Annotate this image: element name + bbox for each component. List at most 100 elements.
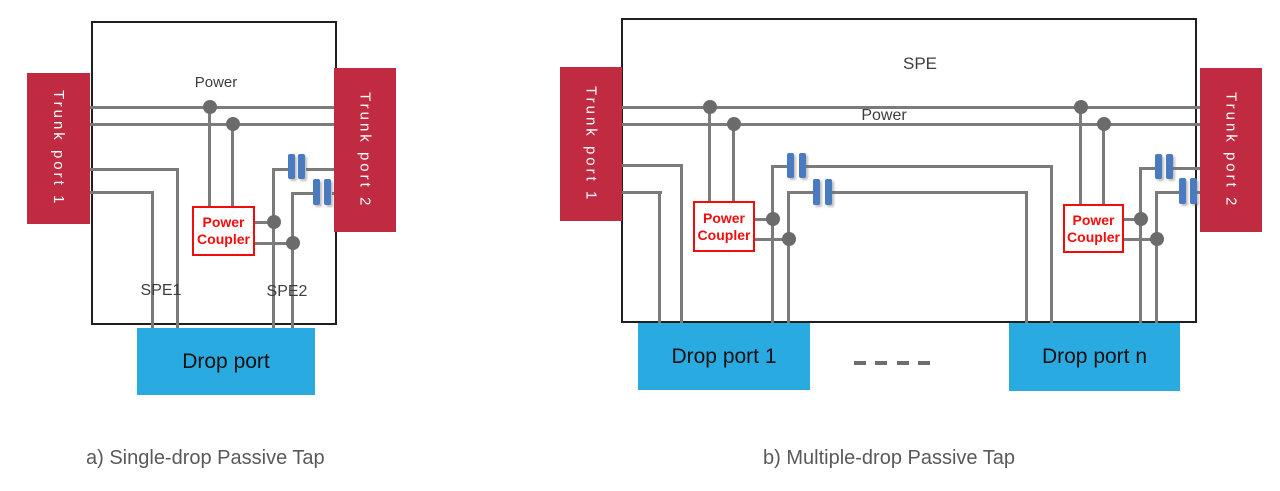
power-coupler-box-b-left: Power Coupler [693,201,755,252]
junction-dot-icon [766,212,780,226]
wire-segment [622,164,682,167]
wire-segment [787,191,790,323]
junction-dot-icon [782,232,796,246]
caption-a: a) Single-drop Passive Tap [86,447,325,469]
capacitor-icon [813,179,832,205]
dash-icon [875,361,888,365]
drop-port-box-a: Drop port [137,328,315,395]
wire-segment [291,192,294,328]
capacitor-icon [787,153,806,178]
capacitor-plate [313,179,320,205]
wire-segment [1139,167,1155,170]
wire-segment [90,168,178,171]
power-coupler-label: Power Coupler [197,214,250,247]
spe1-label: SPE1 [140,282,182,299]
wire-segment [680,164,683,323]
drop-port-label: Drop port [182,349,270,373]
capacitor-plate [813,179,820,205]
tap-enclosure-a [91,21,337,325]
power-bus-line-2 [90,123,337,126]
power-coupler-box-a: Power Coupler [192,206,255,256]
junction-dot-icon [226,117,240,131]
capacitor-plate [298,154,305,179]
capacitor-plate [799,153,806,178]
drop-port-1-box: Drop port 1 [638,323,810,390]
wire-segment [1124,218,1141,221]
wire-segment [1050,165,1053,323]
wire-segment [832,191,1027,194]
wire-segment [1155,191,1158,323]
wire-segment [708,107,711,201]
junction-dot-icon [286,236,300,250]
drop-port-1-label: Drop port 1 [671,344,777,368]
wire-segment [208,107,211,206]
tap-enclosure-b [621,18,1197,323]
drop-ports-ellipsis-icon [854,361,930,365]
capacitor-icon [313,179,331,205]
wire-segment [1173,167,1200,170]
capacitor-plate [324,179,331,205]
junction-dot-icon [703,100,717,114]
wire-segment [151,191,154,328]
capacitor-plate [288,154,295,179]
wire-segment [291,192,313,195]
trunk-port-1-box-a: Trunk port 1 [27,73,90,224]
trunk-port-1-label: Trunk port 1 [582,85,600,203]
dash-icon [917,361,930,365]
power-coupler-box-b-right: Power Coupler [1063,204,1124,253]
capacitor-icon [1155,154,1173,179]
wire-segment [272,168,288,171]
wire-segment [1025,191,1028,323]
wire-segment [1102,124,1105,204]
wire-segment [1155,191,1179,194]
wire-segment [90,191,153,194]
capacitor-plate [1155,154,1162,179]
drop-port-n-box: Drop port n [1009,323,1180,391]
dash-icon [854,361,866,365]
dash-icon [896,361,909,365]
wire-segment [272,168,275,328]
wire-segment [1197,191,1202,194]
junction-dot-icon [1097,117,1111,131]
drop-port-n-label: Drop port n [1041,345,1148,368]
capacitor-icon [1179,178,1197,204]
junction-dot-icon [1134,212,1148,226]
junction-dot-icon [267,215,281,229]
trunk-port-1-label: Trunk port 1 [50,90,67,207]
wire-segment [231,124,234,206]
junction-dot-icon [1150,232,1164,246]
wire-segment [176,168,179,328]
capacitor-plate [1179,178,1186,204]
power-label-a: Power [194,74,238,91]
wire-segment [658,191,661,323]
power-bus-line-1 [622,106,1200,109]
trunk-port-2-label: Trunk port 2 [1222,91,1240,209]
capacitor-icon [288,154,305,179]
spe2-label: SPE2 [266,283,308,300]
wire-segment [787,191,813,194]
caption-b: b) Multiple-drop Passive Tap [763,447,1015,469]
wire-segment [1139,167,1142,323]
trunk-port-2-box-b: Trunk port 2 [1200,68,1262,232]
capacitor-plate [1166,154,1173,179]
capacitor-plate [787,153,794,178]
wire-segment [732,124,735,201]
wire-segment [306,168,336,171]
wire-segment [622,191,662,194]
wire-segment [755,218,773,221]
wire-segment [806,165,1052,168]
junction-dot-icon [1074,100,1088,114]
trunk-port-2-box-a: Trunk port 2 [334,68,396,232]
power-label-b: Power [861,107,907,124]
wire-segment [255,221,274,224]
trunk-port-2-label: Trunk port 2 [356,91,374,209]
junction-dot-icon [203,100,217,114]
spe-label: SPE [902,54,938,73]
capacitor-plate [825,179,832,205]
capacitor-plate [1190,178,1197,204]
power-coupler-label: Power Coupler [697,209,751,243]
wire-segment [1079,107,1082,204]
junction-dot-icon [727,117,741,131]
power-bus-line-2 [622,123,1200,126]
